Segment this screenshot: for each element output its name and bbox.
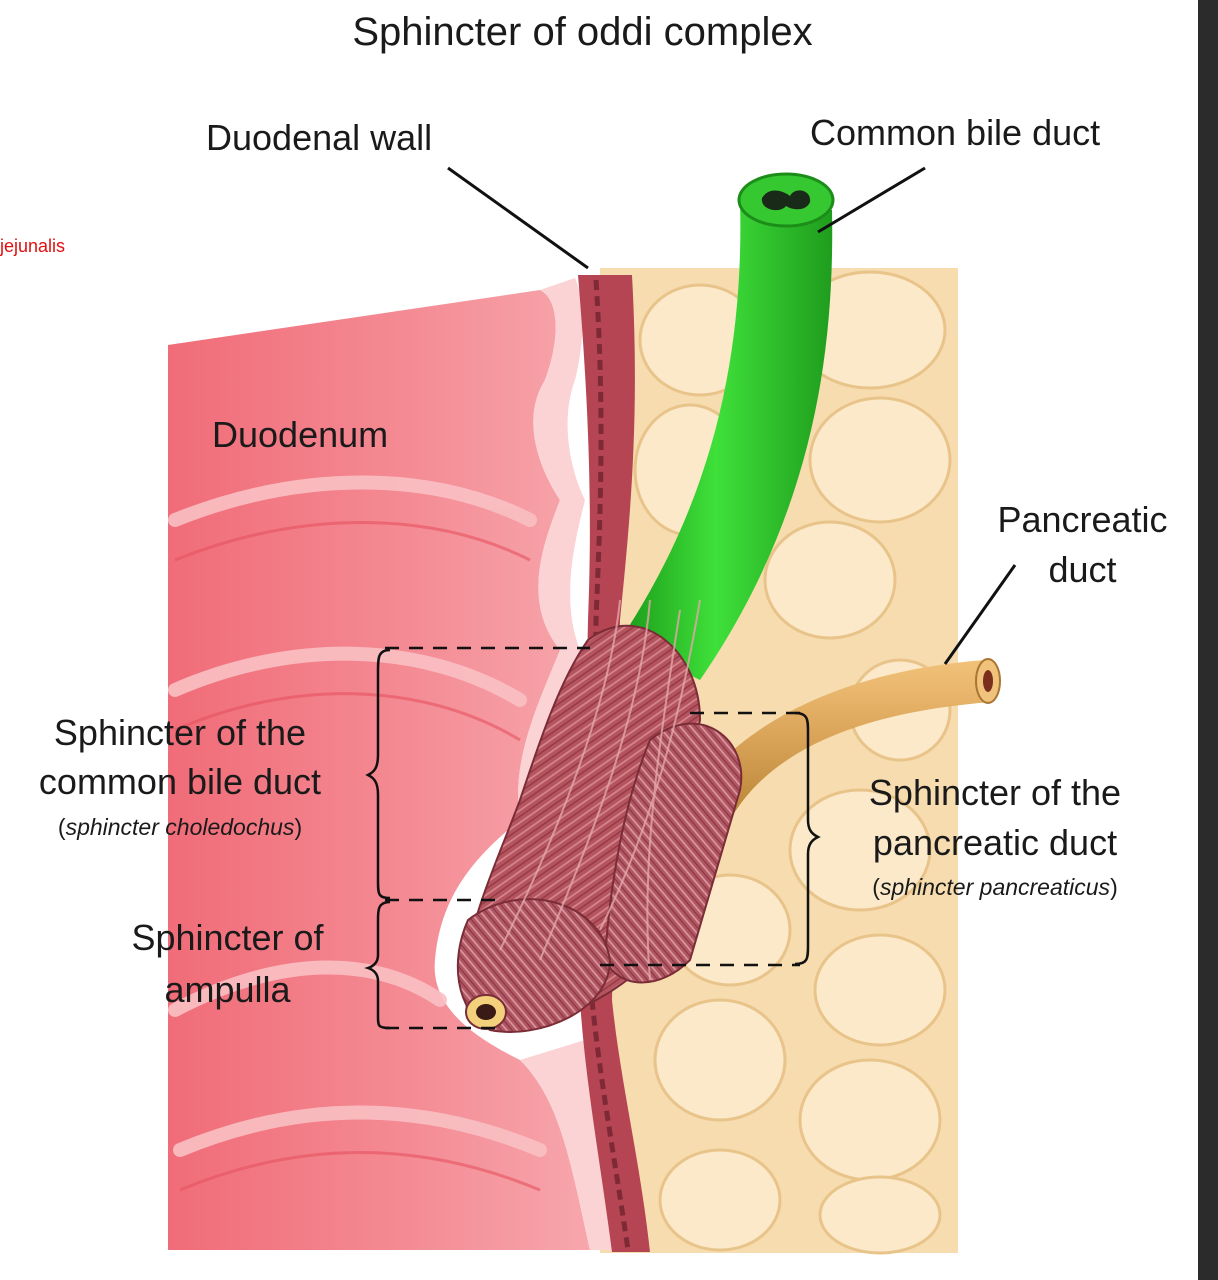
label-sphincter-pd-line2: pancreatic duct [872, 822, 1118, 863]
label-pancreatic-duct-line1: Pancreatic [997, 499, 1168, 540]
label-pancreatic-duct-line2: duct [1048, 549, 1117, 590]
scrollbar[interactable] [1198, 0, 1218, 1280]
label-duodenal-wall: Duodenal wall [206, 117, 433, 158]
label-common-bile-duct: Common bile duct [810, 112, 1101, 153]
label-sphincter-cbd-line1: Sphincter of the [53, 712, 307, 753]
label-sphincter-cbd-line2: common bile duct [38, 761, 322, 802]
latin-pancreaticus: sphincter pancreaticus [879, 874, 1111, 900]
dashed-guides [385, 646, 800, 1030]
brace-ampulla [364, 900, 391, 1030]
brace-pancreatic-duct [794, 711, 821, 966]
common-bile-duct [620, 172, 835, 680]
duodenum-lumen [168, 290, 590, 1250]
braces [364, 648, 821, 1030]
side-note: jejunalis [0, 236, 66, 256]
label-sphincter-cbd-latin: (sphincter choledochus) [57, 814, 303, 840]
figure-title: Sphincter of oddi complex [352, 10, 813, 54]
sphincter-muscle-complex [456, 599, 743, 1033]
pointer-lines [447, 166, 1017, 665]
label-sphincter-ampulla-line2: ampulla [164, 969, 291, 1010]
latin-choledochus: sphincter choledochus [65, 814, 295, 840]
brace-common-bile-duct [365, 648, 391, 900]
label-sphincter-ampulla-line1: Sphincter of [131, 917, 324, 958]
label-duodenum: Duodenum [212, 414, 389, 455]
label-sphincter-pd-latin: (sphincter pancreaticus) [872, 874, 1118, 900]
label-sphincter-pd-line1: Sphincter of the [868, 772, 1122, 813]
pancreatic-duct [690, 658, 1001, 820]
